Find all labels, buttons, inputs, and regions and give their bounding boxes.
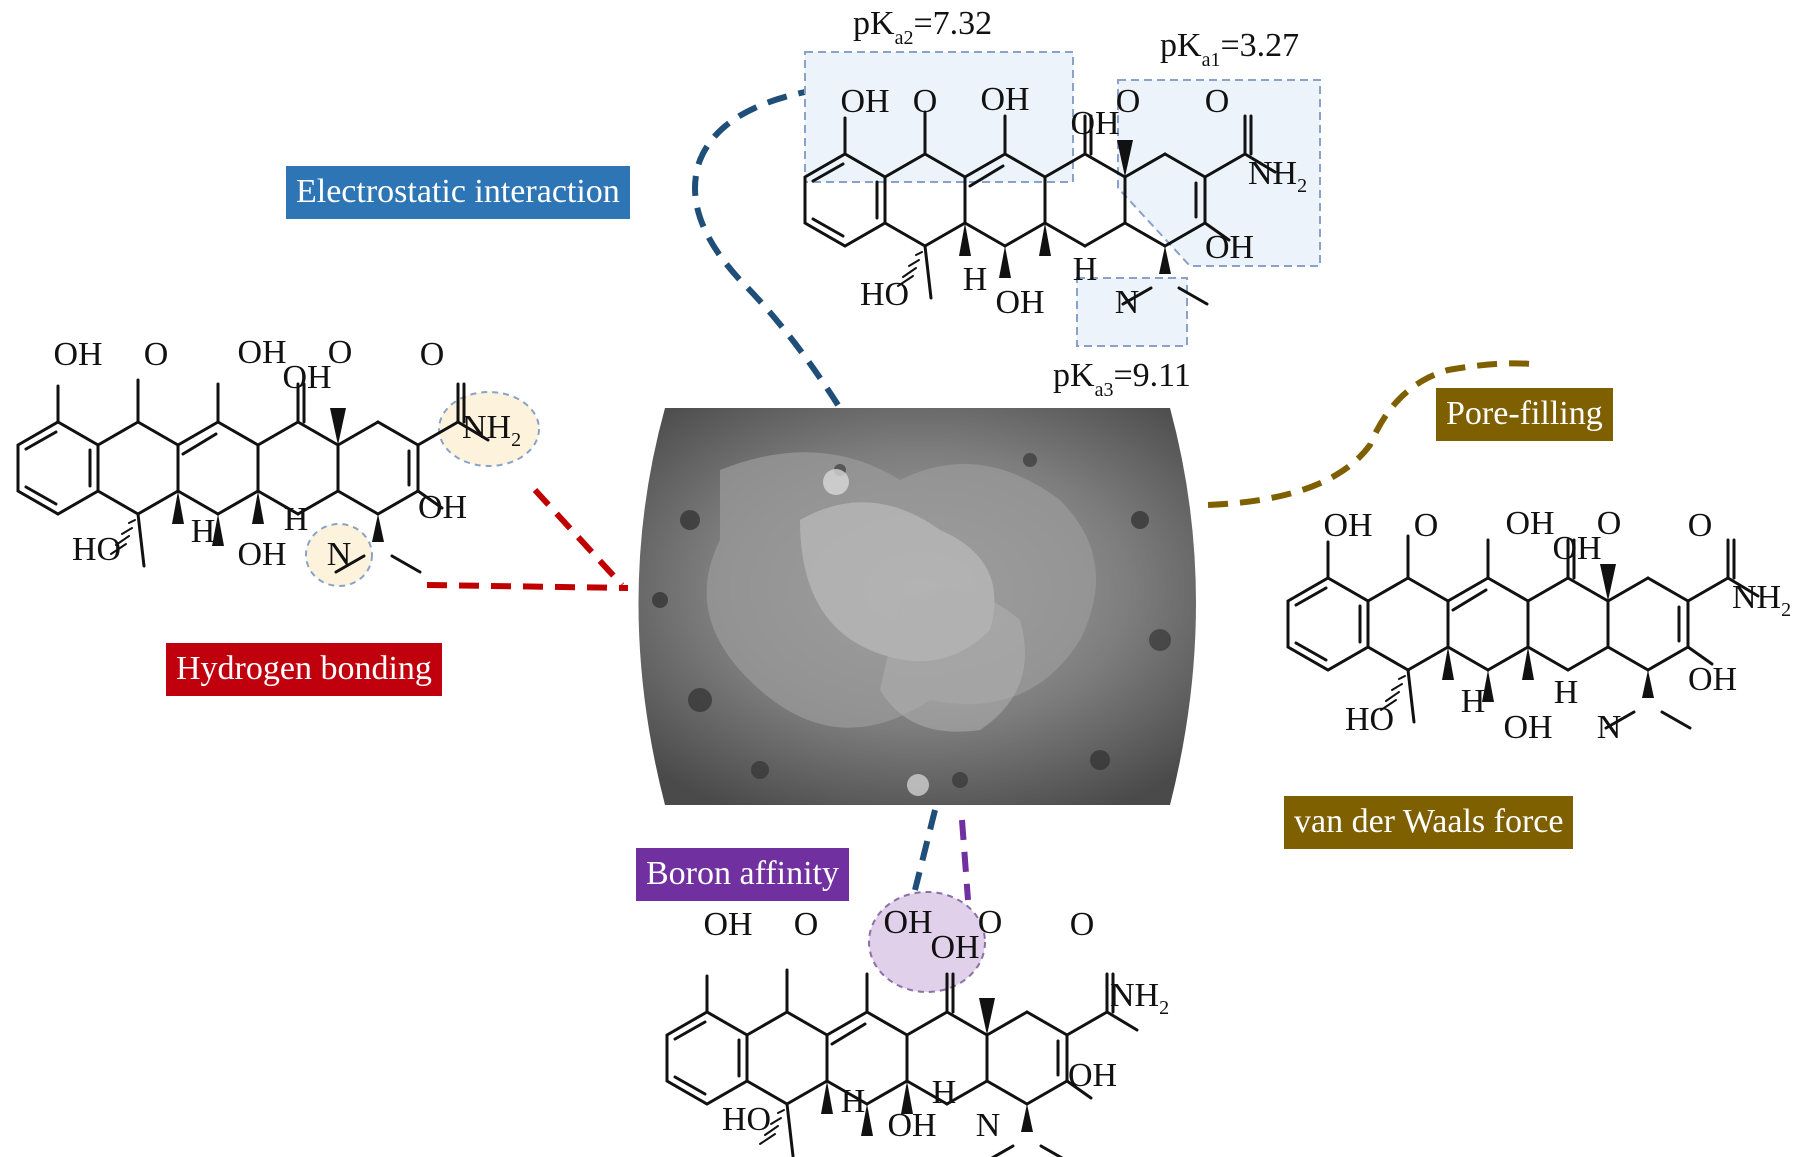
pore-connector <box>1207 360 1541 508</box>
atom-n: N <box>976 1107 1001 1144</box>
atom-n: N <box>327 536 352 573</box>
atom-nh2: NH2 <box>1110 977 1169 1019</box>
pka3-highlight-box <box>1076 277 1188 347</box>
atom-oh-3: OH <box>282 359 331 396</box>
atom-oh-2: OH <box>1505 505 1554 542</box>
atom-oh-3: OH <box>930 929 979 966</box>
boron-connector-blue <box>912 809 938 891</box>
atom-oh-4: OH <box>1688 661 1737 698</box>
tetracycline-electrostatic <box>803 51 1321 347</box>
atom-nh2: NH2 <box>462 409 521 451</box>
pka2-label: pKa2=7.32 <box>853 5 992 49</box>
atom-nh2: NH2 <box>1248 155 1307 197</box>
atom-ho: HO <box>72 531 121 568</box>
atom-oh-1: OH <box>703 906 752 943</box>
atom-n: N <box>1597 709 1622 746</box>
atom-ho: HO <box>1345 701 1394 738</box>
pka1-highlight-box <box>1117 79 1321 267</box>
atom-o-2: O <box>978 904 1003 941</box>
pka1-label: pKa1=3.27 <box>1160 27 1299 71</box>
hydrogen-connector-2 <box>426 582 629 591</box>
atom-o-1: O <box>913 83 938 120</box>
hydrogen-connector-1 <box>532 487 625 588</box>
atom-oh-4: OH <box>418 489 467 526</box>
atom-oh-3: OH <box>1552 530 1601 567</box>
atom-n: N <box>1115 284 1140 321</box>
atom-h-2: H <box>1554 674 1579 711</box>
nme2-highlight <box>305 523 373 587</box>
atom-h-2: H <box>284 501 309 538</box>
atom-oh-5: OH <box>237 536 286 573</box>
atom-h-1: H <box>841 1083 866 1120</box>
atom-h-2: H <box>932 1074 957 1111</box>
tetracycline-hydrogen-bonding <box>16 378 540 587</box>
atom-o-3: O <box>1205 83 1230 120</box>
hydrogen-bonding-label: Hydrogen bonding <box>166 643 442 696</box>
pore-filling-label: Pore-filling <box>1436 388 1613 441</box>
atom-oh-3: OH <box>1070 105 1119 142</box>
atom-o-1: O <box>1414 507 1439 544</box>
atom-o-1: O <box>144 336 169 373</box>
sem-material-image <box>638 408 1196 805</box>
atom-o-1: O <box>794 906 819 943</box>
boron-connector-purple <box>959 819 971 901</box>
atom-oh-2: OH <box>237 334 286 371</box>
atom-o-2: O <box>1116 83 1141 120</box>
atom-oh-1: OH <box>840 83 889 120</box>
atom-ho: HO <box>860 276 909 313</box>
boron-affinity-label: Boron affinity <box>636 848 849 901</box>
atom-oh-2: OH <box>883 904 932 941</box>
atom-o-3: O <box>420 336 445 373</box>
atom-o-2: O <box>328 334 353 371</box>
tetracycline-boron-affinity <box>665 891 1139 1157</box>
atom-h-1: H <box>191 513 216 550</box>
electrostatic-interaction-label: Electrostatic interaction <box>286 166 630 219</box>
atom-oh-5: OH <box>1503 709 1552 746</box>
diol-highlight <box>868 891 986 993</box>
atom-oh-2: OH <box>980 81 1029 118</box>
atom-nh2: NH2 <box>1732 579 1791 621</box>
tetracycline-van-der-waals <box>1286 534 1760 730</box>
electrostatic-connector <box>692 89 841 407</box>
atom-h-1: H <box>1461 683 1486 720</box>
atom-oh-1: OH <box>53 336 102 373</box>
atom-o-3: O <box>1070 906 1095 943</box>
atom-o-2: O <box>1597 505 1622 542</box>
atom-ho: HO <box>722 1101 771 1138</box>
atom-oh-4: OH <box>1068 1057 1117 1094</box>
atom-oh-5: OH <box>887 1107 936 1144</box>
atom-oh-1: OH <box>1323 507 1372 544</box>
pka3-label: pKa3=9.11 <box>1053 357 1191 401</box>
atom-oh-5: OH <box>995 284 1044 321</box>
atom-h-2: H <box>1073 251 1098 288</box>
atom-h-1: H <box>963 261 988 298</box>
van-der-waals-label: van der Waals force <box>1284 796 1574 849</box>
atom-oh-4: OH <box>1205 229 1254 266</box>
atom-o-3: O <box>1688 507 1713 544</box>
